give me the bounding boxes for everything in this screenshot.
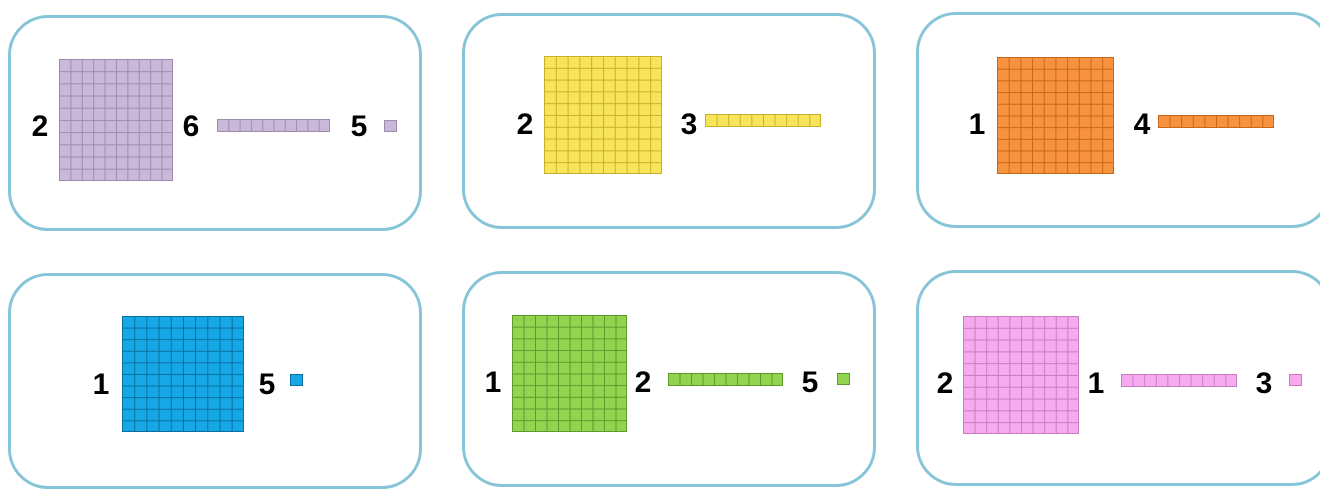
hundreds-count: 2 [510, 110, 540, 140]
hundred-flat [997, 57, 1114, 174]
ten-rod [1158, 115, 1274, 128]
tens-count: 2 [628, 368, 658, 398]
hundred-flat [59, 59, 173, 181]
ten-rod [668, 373, 783, 386]
tens-count: 6 [176, 112, 206, 142]
hundred-flat [544, 56, 662, 174]
hundreds-count: 2 [930, 369, 960, 399]
hundreds-count: 1 [478, 368, 508, 398]
ones-count: 3 [1249, 369, 1279, 399]
ten-rod [705, 114, 821, 127]
tens-count: 4 [1127, 110, 1157, 140]
tens-count: 3 [674, 110, 704, 140]
hundreds-count: 2 [25, 112, 55, 142]
ten-rod [217, 119, 330, 132]
ones-count: 5 [795, 368, 825, 398]
hundreds-count: 1 [86, 370, 116, 400]
ten-rod [1121, 374, 1237, 387]
hundreds-count: 1 [962, 110, 992, 140]
one-cube [384, 120, 397, 132]
hundred-flat [963, 316, 1079, 434]
ones-count: 5 [252, 370, 282, 400]
ones-count: 5 [344, 112, 374, 142]
tens-count: 1 [1081, 369, 1111, 399]
one-cube [1289, 374, 1302, 386]
one-cube [290, 374, 303, 386]
hundred-flat [122, 316, 244, 432]
one-cube [837, 373, 850, 385]
hundred-flat [512, 315, 627, 432]
